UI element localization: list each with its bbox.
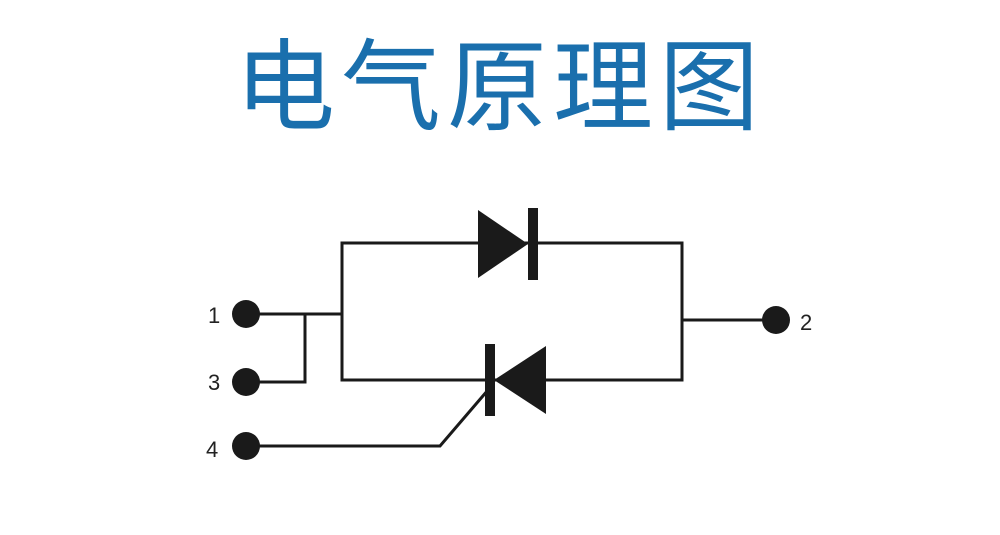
pin-3-terminal (232, 368, 260, 396)
pin-2-terminal (762, 306, 790, 334)
pin-2-label: 2 (800, 310, 812, 335)
pin-4-label: 4 (206, 437, 218, 462)
pin-1-label: 1 (208, 303, 220, 328)
pin-1-terminal (232, 300, 260, 328)
diode-symbol (478, 208, 538, 280)
pin-4-terminal (232, 432, 260, 460)
pin-3-label: 3 (208, 370, 220, 395)
pin3-wire (244, 312, 307, 384)
thyristor-symbol (485, 344, 546, 416)
diagram-title: 电气原理图 (235, 29, 765, 146)
gate-wire (246, 389, 490, 448)
